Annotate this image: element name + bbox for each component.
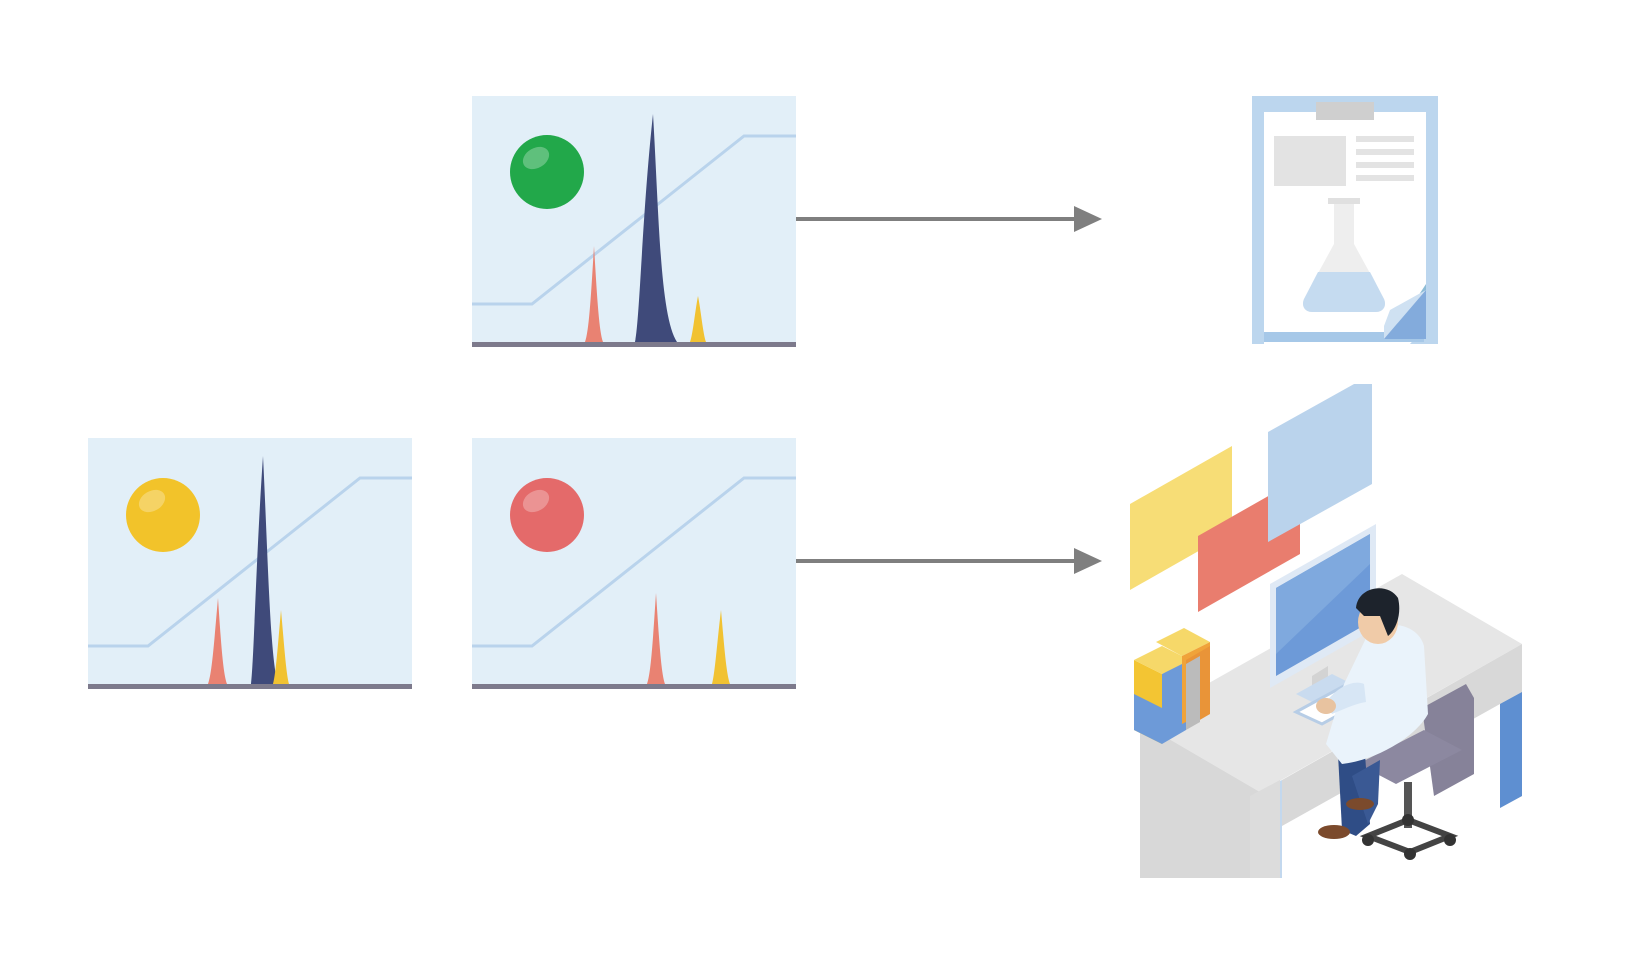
flask-rim — [1328, 198, 1360, 204]
status-ball-highlight — [522, 489, 550, 513]
clipboard-flask-icon — [1252, 96, 1438, 344]
person-legs — [1338, 740, 1370, 836]
chair-wheel — [1404, 848, 1416, 860]
report-text-line — [1356, 175, 1414, 181]
status-indicator-fail — [510, 478, 584, 552]
gradient-line — [472, 134, 796, 306]
person-leg-rear — [1352, 760, 1380, 824]
chromatogram-panel-pass — [472, 96, 796, 348]
panel-background — [88, 438, 412, 686]
analyst-person — [1316, 588, 1428, 839]
peak-main — [251, 456, 278, 684]
report-text-line — [1356, 136, 1414, 142]
person-arm — [1326, 682, 1366, 714]
report-image-block — [1274, 136, 1346, 186]
status-ball-yellow — [126, 478, 200, 552]
peak-side — [208, 598, 227, 684]
floating-card-blue — [1268, 384, 1372, 542]
chromatogram-panel-fail — [472, 438, 796, 690]
chair-wheel — [1362, 834, 1374, 846]
gradient-line — [472, 476, 796, 648]
floating-card-yellow — [1130, 446, 1232, 590]
person-hand — [1316, 698, 1336, 714]
paper-curl — [1384, 290, 1426, 339]
status-ball-red — [510, 478, 584, 552]
monitor-screen-gloss — [1276, 534, 1370, 654]
paper-bottom-edge — [1264, 332, 1424, 342]
arrow-head — [1074, 206, 1102, 232]
status-ball-highlight — [522, 146, 550, 170]
clipboard-clip — [1316, 102, 1374, 120]
gradient-line — [88, 476, 412, 648]
peak-main — [635, 114, 677, 342]
person-hair — [1356, 588, 1400, 636]
report-text-line — [1356, 149, 1414, 155]
chair-wheel — [1402, 814, 1414, 826]
chromatogram-panel-warning — [88, 438, 412, 690]
peak-side — [647, 593, 665, 684]
report-text-line — [1356, 162, 1414, 168]
office-chair — [1358, 684, 1474, 860]
peak-minor — [273, 610, 289, 684]
book-top-1 — [1134, 646, 1190, 674]
panel-baseline — [88, 684, 412, 689]
monitor-base — [1296, 674, 1348, 702]
panel-background — [472, 438, 796, 686]
person-shoe — [1346, 798, 1374, 810]
arrow-to-analyst — [796, 548, 1102, 574]
chromatogram-chart-fail — [472, 438, 796, 689]
desk-side-panel — [1500, 692, 1522, 808]
analyst-at-desk-icon — [1130, 384, 1522, 878]
desk-leg — [1250, 780, 1280, 878]
person-lab-coat — [1326, 624, 1428, 764]
computer-monitor — [1270, 524, 1376, 702]
chair-wheel — [1444, 834, 1456, 846]
peak-minor — [690, 296, 706, 342]
desk-front-left — [1140, 722, 1260, 878]
book-lower-cover — [1134, 694, 1162, 744]
person-shoe — [1318, 825, 1350, 839]
panel-background — [472, 96, 796, 344]
peak-minor — [712, 610, 730, 684]
panel-baseline — [472, 342, 796, 347]
status-indicator-pass — [510, 135, 584, 209]
book-top-2 — [1156, 628, 1210, 656]
arrow-to-report — [796, 206, 1102, 232]
chair-back — [1422, 684, 1474, 796]
status-ball-green — [510, 135, 584, 209]
status-ball-highlight — [138, 489, 166, 513]
peak-side — [585, 246, 603, 342]
chromatogram-chart-pass — [472, 96, 796, 347]
chair-post — [1404, 782, 1412, 828]
flask-icon — [1302, 198, 1386, 312]
flask-liquid — [1302, 272, 1386, 312]
books — [1134, 628, 1210, 744]
book-cover-blue — [1162, 660, 1186, 744]
panel-baseline — [472, 684, 796, 689]
status-indicator-warning — [126, 478, 200, 552]
book-pages — [1186, 656, 1200, 730]
arrow-head — [1074, 548, 1102, 574]
chromatogram-chart-warning — [88, 438, 412, 689]
chair-seat — [1358, 730, 1462, 784]
